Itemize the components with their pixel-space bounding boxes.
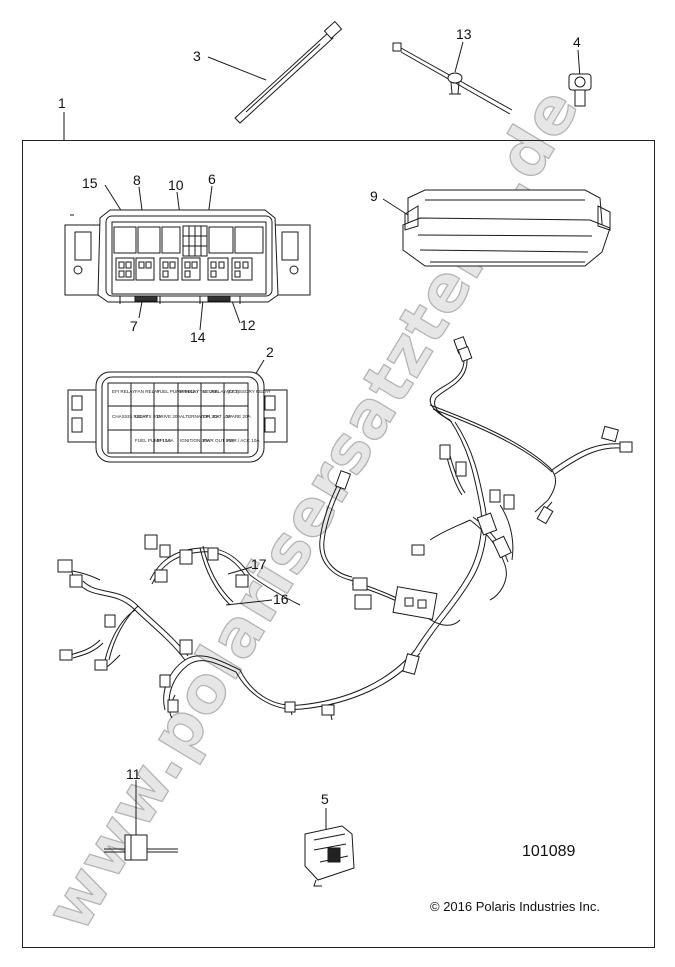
- fuse-label-r1c5: EFI RELAY (EFT): [203, 389, 240, 394]
- fuse-label-r2c6: SPARE 20A: [226, 414, 252, 419]
- callout-4: 4: [573, 34, 581, 50]
- callout-8: 8: [133, 172, 141, 188]
- fuse-label-r3c3: EFI 10A: [157, 438, 175, 443]
- harness-connectors: [57, 336, 633, 716]
- fuse-label-r2c2: LIGHTS 20A: [135, 414, 162, 419]
- callout-11: 11: [126, 766, 141, 782]
- fuse-label-r2c5: EFI, EXT 10A: [203, 414, 232, 419]
- callout-2: 2: [266, 344, 274, 360]
- clip-part: [568, 73, 592, 107]
- callout-5: 5: [321, 791, 329, 807]
- fuse-label-r2c3: DRIVE 20A: [157, 414, 181, 419]
- copyright-notice: © 2016 Polaris Industries Inc.: [430, 899, 600, 914]
- kit-frame: [22, 140, 655, 948]
- relay-center-part: [64, 209, 311, 304]
- fuse-label-r3c4: IGNITION 10A: [180, 438, 211, 443]
- cable-tie-part: [234, 20, 343, 124]
- fuse-label-r3c5: PWR OUT 10A: [203, 438, 235, 443]
- fuse-label-r1c1: EFI RELAY: [112, 389, 135, 394]
- document-number: 101089: [522, 843, 576, 860]
- callout-3: 3: [193, 48, 201, 64]
- fuse-label-r1c4: BRAKE / TAIL 20A: [180, 389, 219, 394]
- callout-9: 9: [370, 188, 378, 204]
- diode-part: [104, 834, 178, 861]
- fuse-label-r3c6: PWR / ACC 10A: [226, 438, 260, 443]
- push-mount-tie-part: [392, 42, 513, 115]
- callout-6: 6: [208, 171, 216, 187]
- callout-10: 10: [168, 177, 184, 193]
- connector-part: [304, 825, 355, 887]
- callout-13: 13: [456, 26, 472, 42]
- callout-7: 7: [130, 318, 138, 334]
- wiring-harness-part: [59, 351, 631, 721]
- fuse-box-part: [67, 371, 288, 463]
- callout-1: 1: [58, 95, 66, 111]
- fuse-label-r2c1: CHASSIS RELAY: [112, 414, 148, 419]
- fuse-label-r3c2: FUEL PUMP 10A: [135, 438, 171, 443]
- fuse-label-r1c6: ACCESSORY RELAY: [226, 389, 271, 394]
- fuse-box-labels: EFI RELAY FAN RELAY FUEL PUMP RELAY BRAK…: [112, 389, 271, 443]
- callout-16: 16: [273, 591, 289, 607]
- fuse-label-r2c4: ALTERNATOR 20A: [180, 414, 221, 419]
- callout-17: 17: [251, 556, 267, 572]
- callout-15: 15: [82, 175, 98, 191]
- callout-14: 14: [190, 329, 206, 345]
- callout-12: 12: [240, 317, 256, 333]
- fuse-box-cover-part: [402, 189, 611, 267]
- fuse-label-r1c3: FUEL PUMP RELAY: [157, 389, 199, 394]
- fuse-label-r1c2: FAN RELAY: [135, 389, 160, 394]
